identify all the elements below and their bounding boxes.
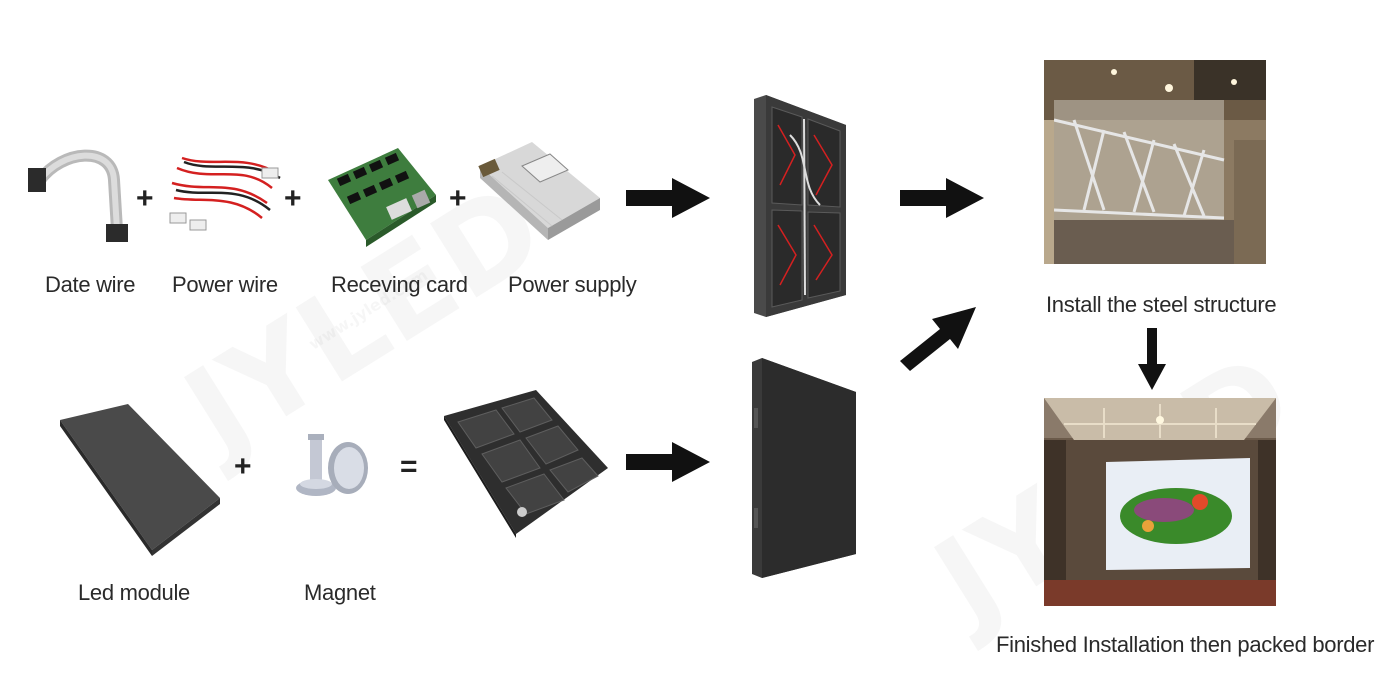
power-supply-image xyxy=(472,136,607,251)
power-wire-image xyxy=(162,148,287,243)
data-wire-label: Date wire xyxy=(45,272,136,297)
plus-operator: + xyxy=(284,182,302,215)
right-arrow-icon xyxy=(626,442,710,482)
right-arrow-icon xyxy=(626,178,710,218)
cabinet-back-image xyxy=(750,95,850,320)
equals-operator: = xyxy=(400,450,418,483)
led-module-label: Led module xyxy=(78,580,190,605)
receiving-card-label: Receving card xyxy=(331,272,468,297)
step-steel-structure-label: Install the steel structure xyxy=(1046,292,1277,317)
magnet-label: Magnet xyxy=(304,580,376,605)
magnet-image xyxy=(292,428,372,508)
power-wire-label: Power wire xyxy=(172,272,278,297)
receiving-card-image xyxy=(318,140,443,255)
data-wire-image xyxy=(22,140,132,250)
step-finished-label: Finished Installation then packed border xyxy=(996,632,1375,657)
finished-installation-photo xyxy=(1044,398,1276,606)
plus-operator: + xyxy=(136,182,154,215)
plus-operator: + xyxy=(234,450,252,483)
right-arrow-icon xyxy=(900,178,984,218)
plus-operator: + xyxy=(449,182,467,215)
cabinet-front-image xyxy=(748,358,860,580)
led-module-image xyxy=(58,400,223,560)
power-supply-label: Power supply xyxy=(508,272,637,297)
steel-structure-photo xyxy=(1044,60,1266,264)
diagonal-arrow-icon xyxy=(900,305,980,375)
module-back-image xyxy=(440,388,612,540)
down-arrow-icon xyxy=(1138,328,1166,390)
